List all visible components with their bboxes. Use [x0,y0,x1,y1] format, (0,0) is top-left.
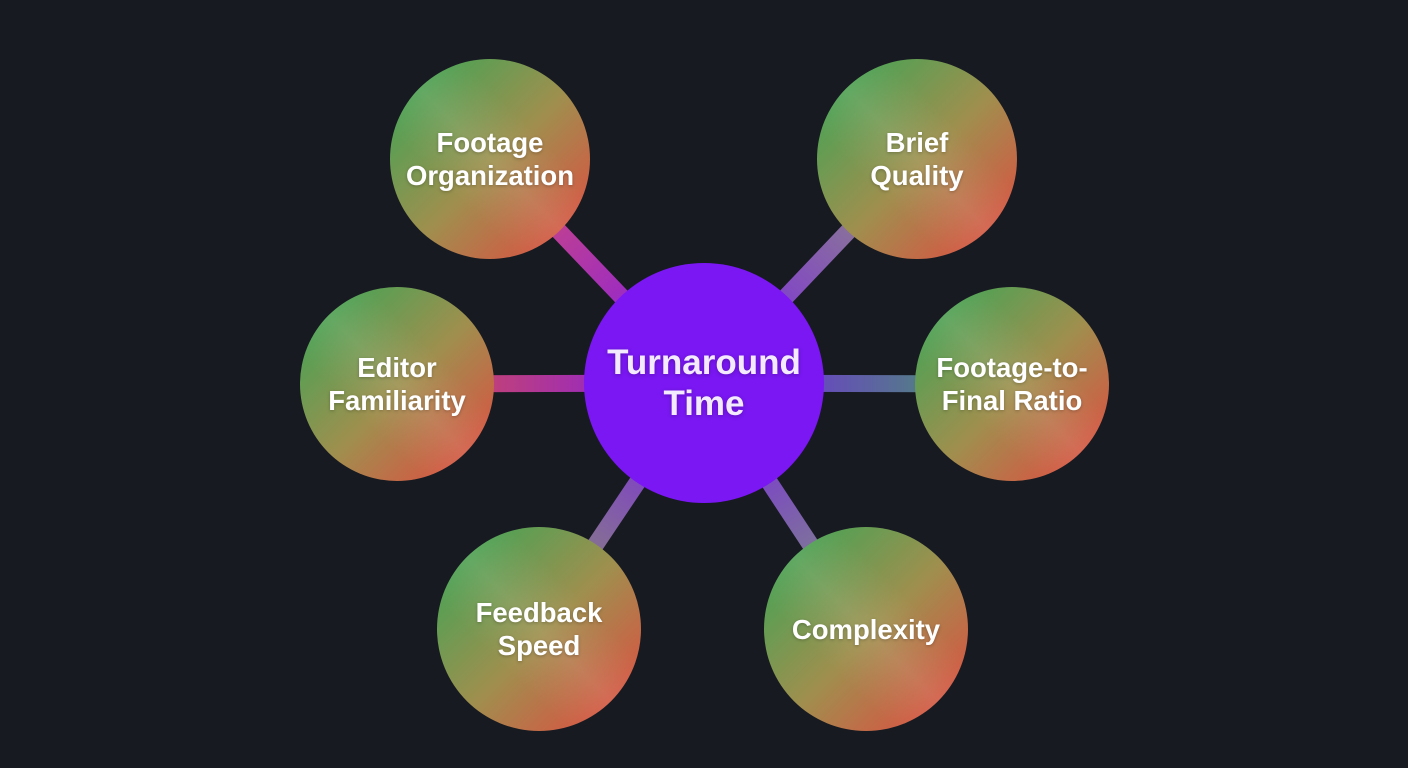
node-turnaround-time-label: Turnaround Time [607,342,801,423]
node-turnaround-time: Turnaround Time [584,263,824,503]
node-footage-to-final-ratio-label: Footage-to- Final Ratio [936,352,1088,416]
node-editor-familiarity: Editor Familiarity [300,287,494,481]
node-footage-to-final-ratio: Footage-to- Final Ratio [915,287,1109,481]
node-editor-familiarity-label: Editor Familiarity [328,352,466,416]
node-complexity: Complexity [764,527,968,731]
node-brief-quality-label: Brief Quality [870,127,964,191]
node-complexity-label: Complexity [791,613,941,645]
node-footage-organization: Footage Organization [390,59,590,259]
node-feedback-speed: Feedback Speed [437,527,641,731]
node-feedback-speed-label: Feedback Speed [475,597,603,661]
node-brief-quality: Brief Quality [817,59,1017,259]
node-footage-organization-label: Footage Organization [405,127,575,191]
